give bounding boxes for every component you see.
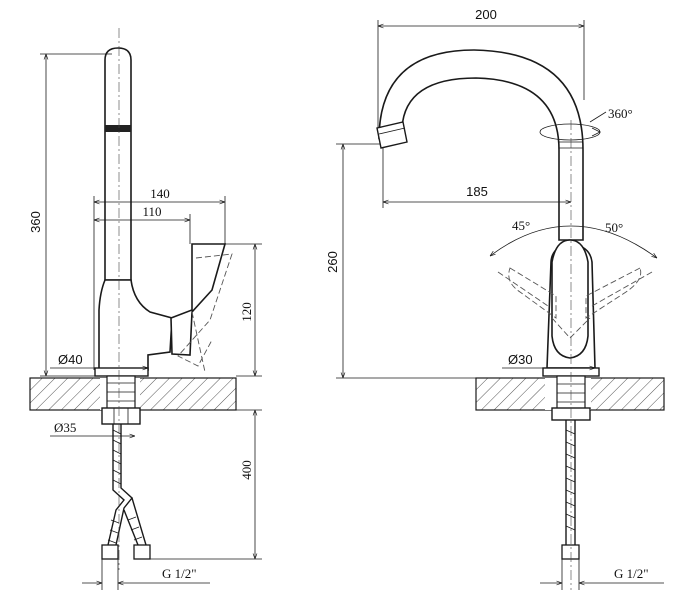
- front-handle-alt-right: [585, 267, 642, 319]
- dim-260-label: 260: [325, 251, 340, 273]
- dim-d40: Ø40: [50, 352, 148, 368]
- dim-thread-front-label: G 1/2": [614, 566, 649, 581]
- dim-d40-label: Ø40: [58, 352, 83, 367]
- dim-d35: Ø35: [50, 420, 135, 436]
- dim-d35-label: Ø35: [54, 420, 76, 435]
- dim-110-label: 110: [142, 204, 161, 219]
- dim-thread-front: G 1/2": [540, 559, 664, 590]
- dim-400-label: 400: [239, 460, 254, 480]
- side-hoses: [101, 424, 151, 560]
- side-lever-alt: [177, 253, 233, 367]
- dim-185-label: 185: [466, 184, 488, 199]
- front-handle: [551, 239, 589, 359]
- dim-185: 185: [382, 148, 571, 208]
- dim-360: 360: [28, 53, 112, 377]
- dim-360-label: 360: [28, 211, 43, 233]
- dim-120: 120: [225, 243, 262, 377]
- side-base-ring: [94, 367, 149, 377]
- dim-swivel-label: 360°: [608, 106, 633, 121]
- dim-140-110: 140 110: [93, 186, 226, 370]
- front-view: 45° 50° 200 360°: [325, 7, 665, 590]
- dim-140-label: 140: [150, 186, 170, 201]
- dim-thread-side-label: G 1/2": [162, 566, 197, 581]
- side-shank: [106, 375, 136, 411]
- dim-swivel: 360°: [589, 106, 633, 123]
- side-spout: [104, 47, 132, 281]
- dim-thread-side: G 1/2": [82, 559, 210, 590]
- dim-d30-label: Ø30: [508, 352, 533, 367]
- dim-200: 200: [377, 7, 585, 128]
- dim-200-label: 200: [475, 7, 497, 22]
- angle-arc: [490, 225, 657, 258]
- front-handle-alt-left: [508, 267, 557, 319]
- angle-right-label: 50°: [605, 220, 623, 235]
- front-spout: [378, 49, 584, 241]
- side-nut: [101, 407, 141, 425]
- dim-260: 260: [325, 143, 476, 379]
- side-view: 360 140 110 120 400 Ø4: [28, 28, 262, 590]
- front-hose: [561, 420, 580, 560]
- dim-400: 400: [150, 409, 262, 560]
- dim-d30: Ø30: [502, 352, 595, 368]
- front-spout-tip: [376, 121, 408, 149]
- angle-left-label: 45°: [512, 218, 530, 233]
- side-lever: [170, 243, 227, 356]
- dim-120-label: 120: [239, 302, 254, 322]
- side-body: [98, 279, 173, 371]
